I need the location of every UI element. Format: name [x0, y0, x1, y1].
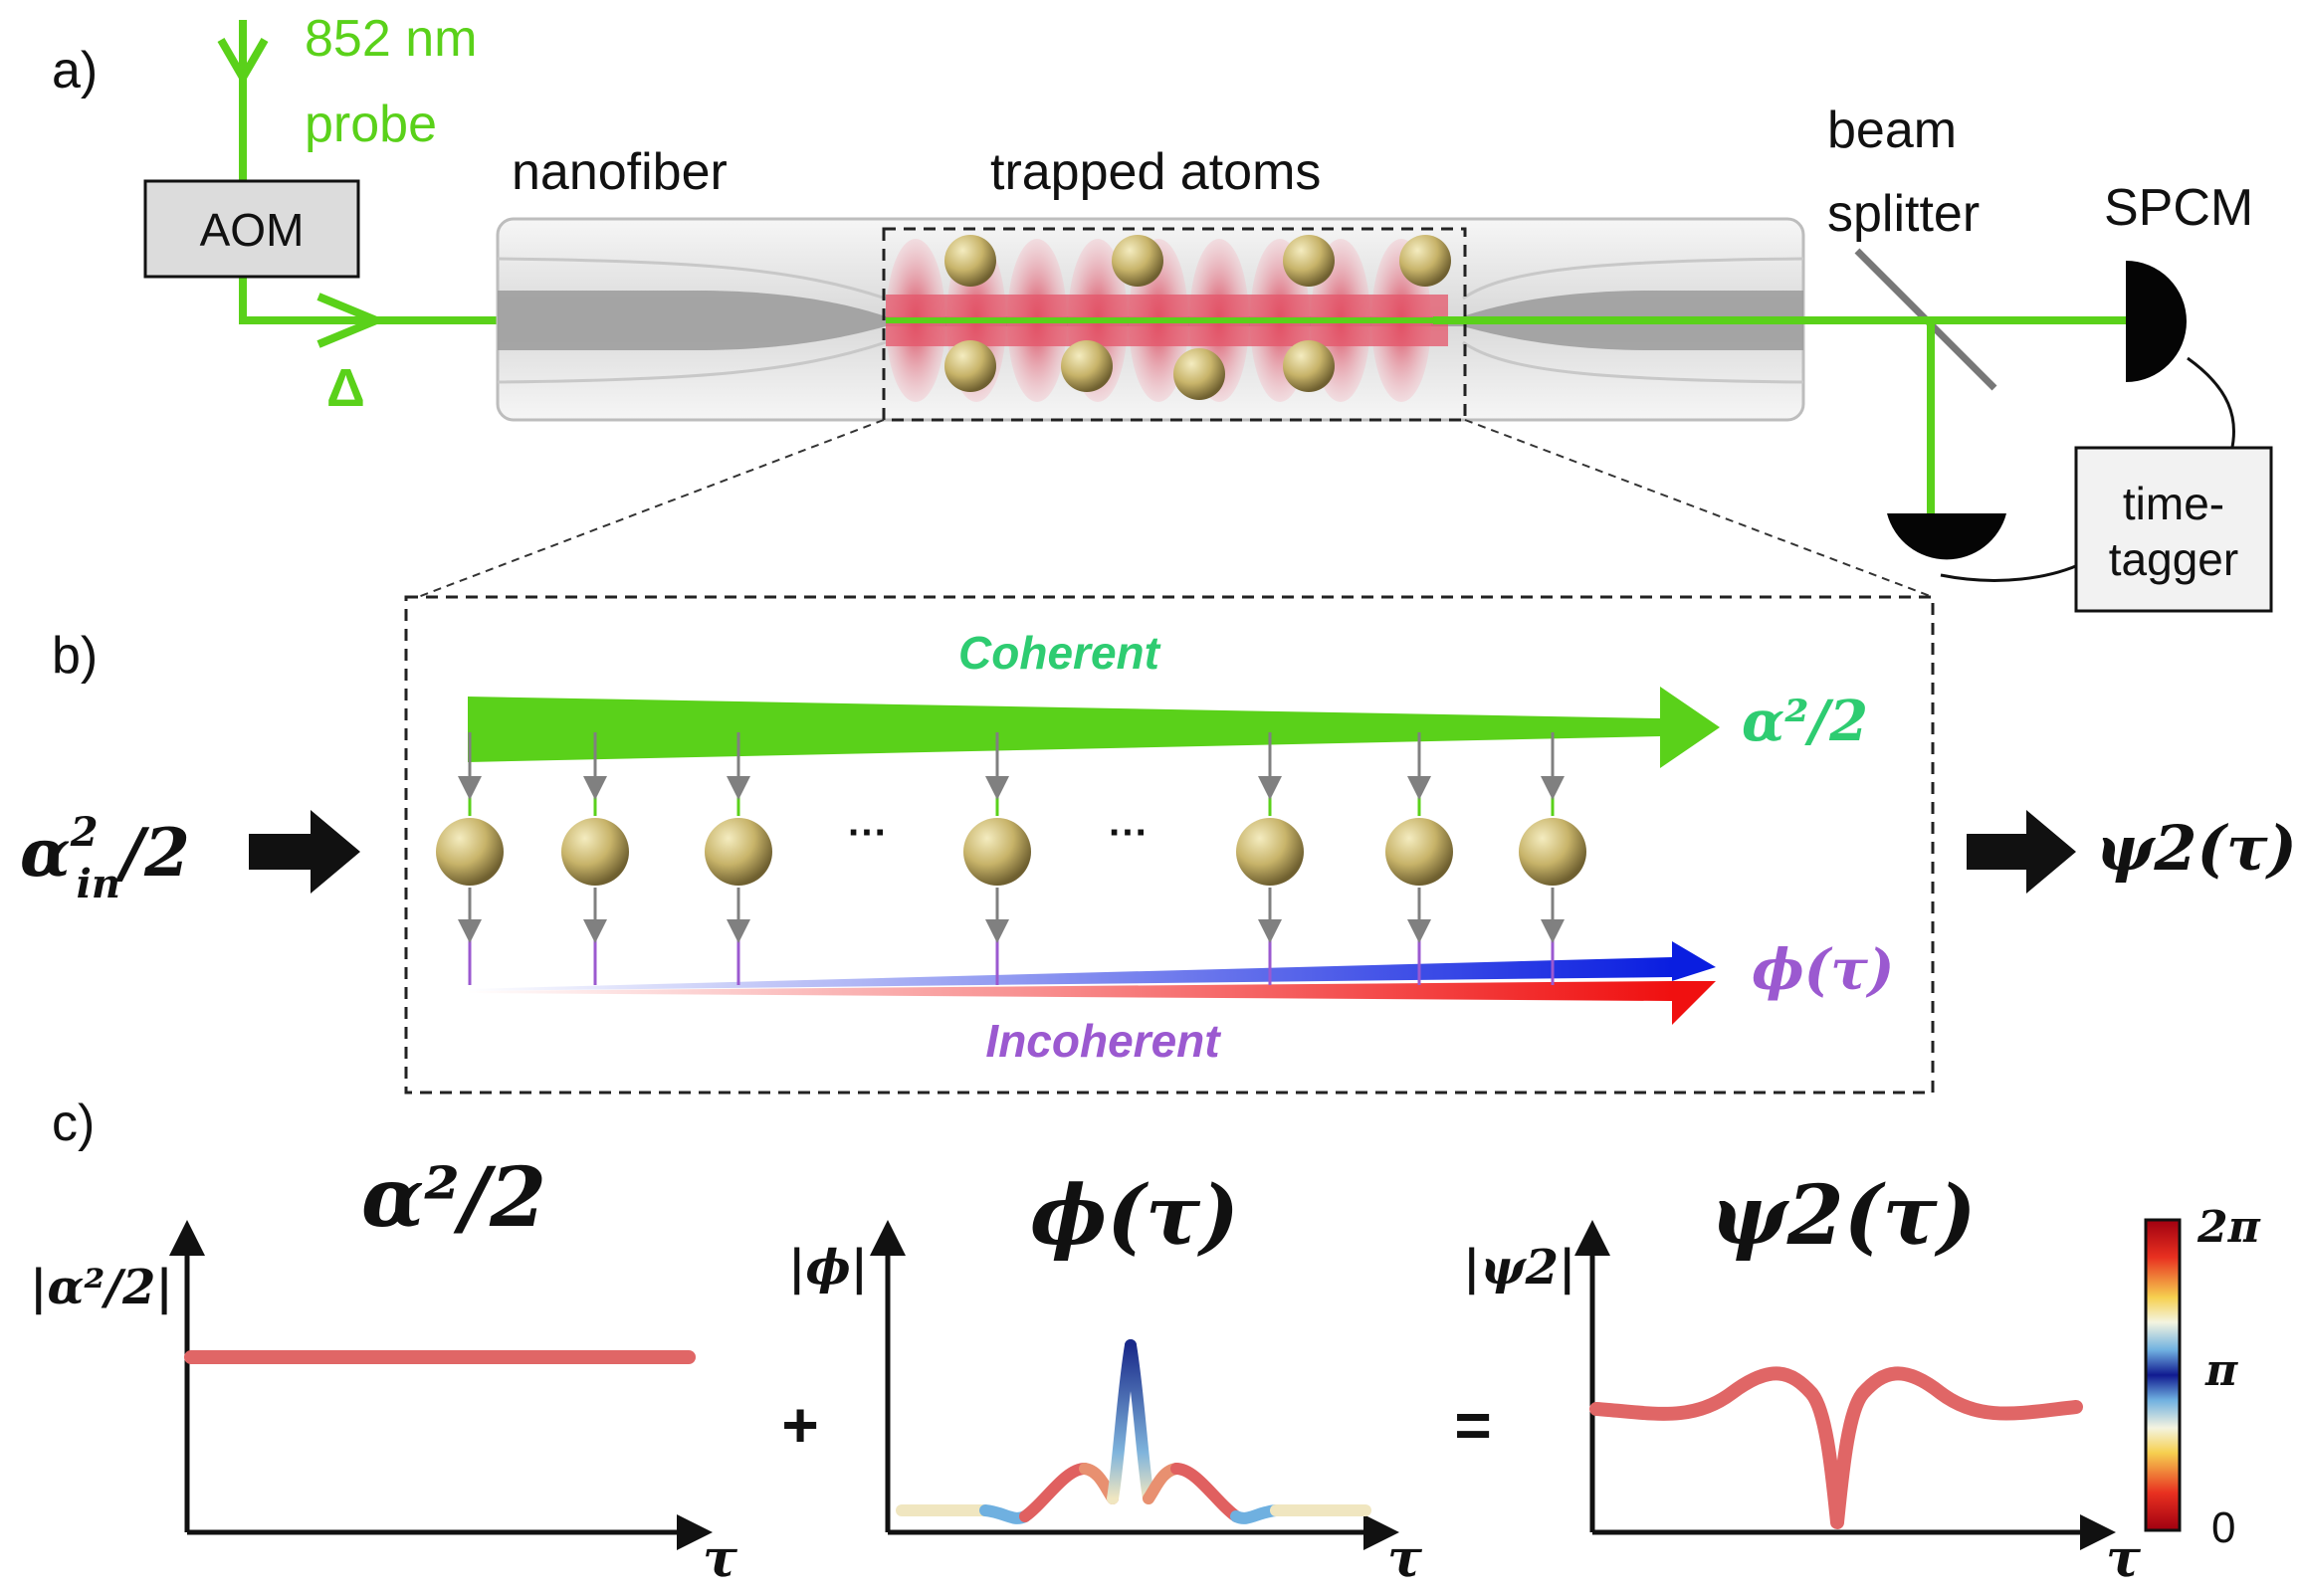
beam-splitter-label-1: beam — [1827, 101, 1957, 159]
output-label: ψ2(τ) — [2096, 812, 2297, 885]
colorbar-mid-label: π — [2204, 1345, 2238, 1396]
scatterer-3 — [705, 732, 772, 985]
plot-phi-title: ϕ(τ) — [1030, 1168, 1239, 1264]
detector-cable-1 — [2187, 356, 2235, 453]
coherent-output-label: α²/2 — [1742, 689, 1868, 754]
panel-c: c) α²/2 |α²/2| τ + ϕ(τ) |ϕ| τ — [30, 1095, 2261, 1589]
aom-box: AOM — [143, 179, 360, 279]
plot-phi: ϕ(τ) |ϕ| τ — [788, 1168, 1423, 1589]
atom — [1399, 235, 1451, 287]
plus-sign: + — [781, 1389, 818, 1461]
incoherent-channel — [468, 941, 1716, 1025]
trapped-atom-group — [944, 235, 1451, 400]
scatterer-4 — [963, 732, 1031, 985]
input-arrow — [249, 810, 360, 894]
probe-word-label: probe — [305, 96, 437, 153]
ellipsis-2: ··· — [1109, 811, 1149, 855]
beam-splitter — [1433, 248, 2128, 531]
coherent-channel — [468, 687, 1720, 768]
panel-a: a) 852 nm probe Δ AOM nanofiber trapped … — [52, 10, 2273, 613]
time-tagger-label-1: time- — [2123, 478, 2224, 529]
beam-splitter-label-2: splitter — [1827, 185, 1980, 243]
atom — [1173, 348, 1225, 400]
time-tagger-box: time- tagger — [2074, 446, 2273, 613]
plot-psi: ψ2(τ) |ψ2| τ — [1463, 1168, 2142, 1589]
scatterer-7 — [1519, 732, 1586, 985]
scatterer-5 — [1236, 732, 1304, 985]
coherent-label: Coherent — [958, 627, 1161, 679]
ellipsis-1: ··· — [848, 811, 888, 855]
zoom-line-left — [417, 419, 885, 598]
phase-colorbar: 2π π 0 — [2144, 1202, 2261, 1552]
spcm-detector-2 — [1887, 513, 2006, 560]
trapped-atoms-label: trapped atoms — [990, 143, 1321, 201]
scatterer-chain — [436, 732, 1586, 985]
incoherent-label: Incoherent — [985, 1015, 1221, 1067]
colorbar-bottom-label: 0 — [2211, 1503, 2235, 1552]
atom — [944, 340, 996, 392]
plot-psi-xlabel: τ — [2106, 1528, 2142, 1589]
psi-curve — [1589, 1366, 2083, 1529]
panel-c-label: c) — [52, 1095, 95, 1152]
model-box — [404, 595, 1935, 1095]
colorbar-top-label: 2π — [2196, 1202, 2261, 1253]
scatterer-1 — [436, 732, 504, 985]
plot-alpha-title: α²/2 — [361, 1150, 546, 1246]
scatterer-6 — [1385, 732, 1453, 985]
phi-curve — [896, 1339, 1371, 1524]
scatterer-2 — [561, 732, 629, 985]
probe-wavelength-label: 852 nm — [305, 10, 477, 68]
zoom-line-right — [1464, 419, 1934, 598]
equals-sign: = — [1454, 1389, 1491, 1461]
atom — [1283, 340, 1335, 392]
plot-psi-ylabel: |ψ2| — [1463, 1240, 1576, 1296]
incoherent-output-label: ϕ(τ) — [1752, 937, 1894, 1003]
spcm-detector-1 — [2126, 261, 2187, 382]
aom-label: AOM — [200, 204, 305, 256]
atom — [1061, 340, 1113, 392]
atom — [1112, 235, 1163, 287]
plot-psi-title: ψ2(τ) — [1710, 1168, 1976, 1264]
plot-alpha-ylabel: |α²/2| — [30, 1260, 173, 1315]
detector-cable-2 — [1940, 563, 2079, 582]
atom — [1283, 235, 1335, 287]
plot-phi-xlabel: τ — [1387, 1528, 1423, 1589]
output-arrow — [1967, 810, 2076, 894]
atom — [944, 235, 996, 287]
plot-alpha-xlabel: τ — [703, 1528, 738, 1589]
nanofiber-label: nanofiber — [512, 143, 728, 201]
plot-phi-ylabel: |ϕ| — [788, 1240, 868, 1296]
spcm-label: SPCM — [2104, 179, 2253, 237]
time-tagger-label-2: tagger — [2109, 533, 2238, 585]
plot-alpha: α²/2 |α²/2| τ — [30, 1150, 738, 1589]
detuning-label: Δ — [326, 358, 365, 418]
panel-a-label: a) — [52, 42, 98, 100]
panel-b-label: b) — [52, 627, 98, 685]
